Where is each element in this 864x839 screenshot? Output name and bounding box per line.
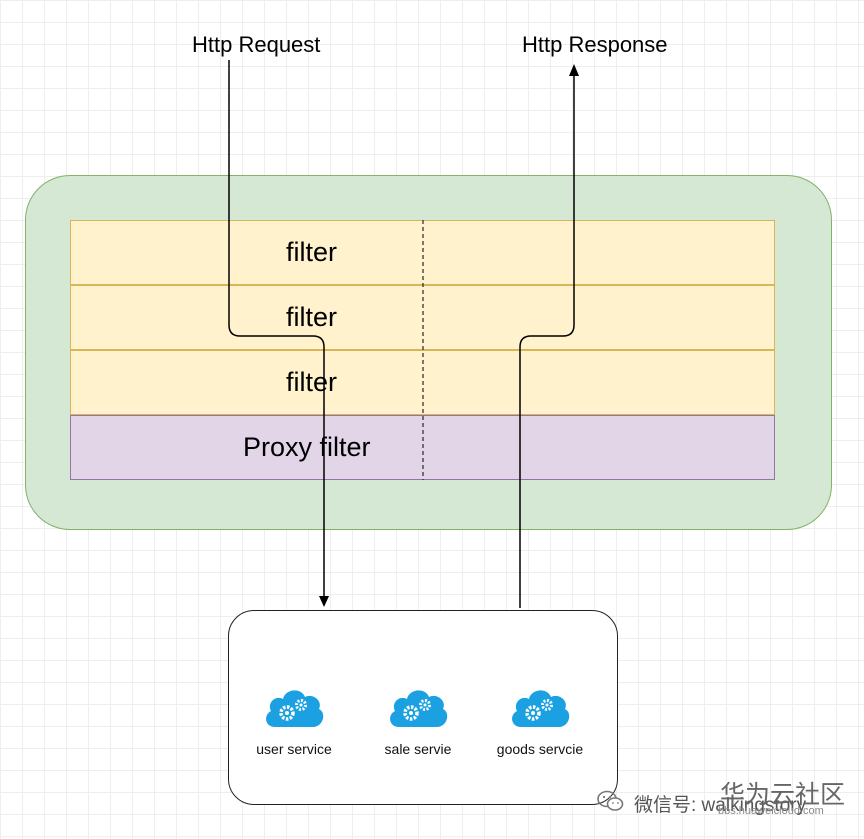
cloud-gear-icon: [266, 690, 324, 727]
site-watermark: bbs.huaweicloud.com: [718, 805, 824, 817]
brand-watermark: 华为云社区: [720, 781, 846, 809]
response-arrow: [519, 76, 575, 608]
filter-label-3: filter: [286, 367, 338, 397]
cloud-gear-icon: [512, 690, 570, 727]
proxy-filter-label: Proxy filter: [243, 432, 371, 462]
http-response-label: Http Response: [522, 32, 668, 57]
wechat-icon: [597, 790, 624, 811]
wechat-id-label: 微信号: walkingstory: [634, 795, 807, 816]
request-arrow: [228, 60, 325, 596]
service-label-sale: sale servie: [384, 741, 452, 757]
http-request-label: Http Request: [192, 32, 321, 57]
service-sale: sale servie: [353, 681, 483, 757]
request-arrowhead: [319, 596, 329, 607]
filter-label-1: filter: [286, 237, 338, 267]
service-user: user service: [229, 681, 359, 757]
service-label-goods: goods servcie: [496, 741, 584, 757]
service-label-user: user service: [256, 741, 332, 757]
filter-label-2: filter: [286, 302, 338, 332]
services-box: user service sale servie goods servcie: [228, 610, 618, 805]
cloud-gear-icon: [390, 690, 448, 727]
service-goods: goods servcie: [475, 681, 605, 757]
response-arrowhead: [569, 64, 579, 76]
